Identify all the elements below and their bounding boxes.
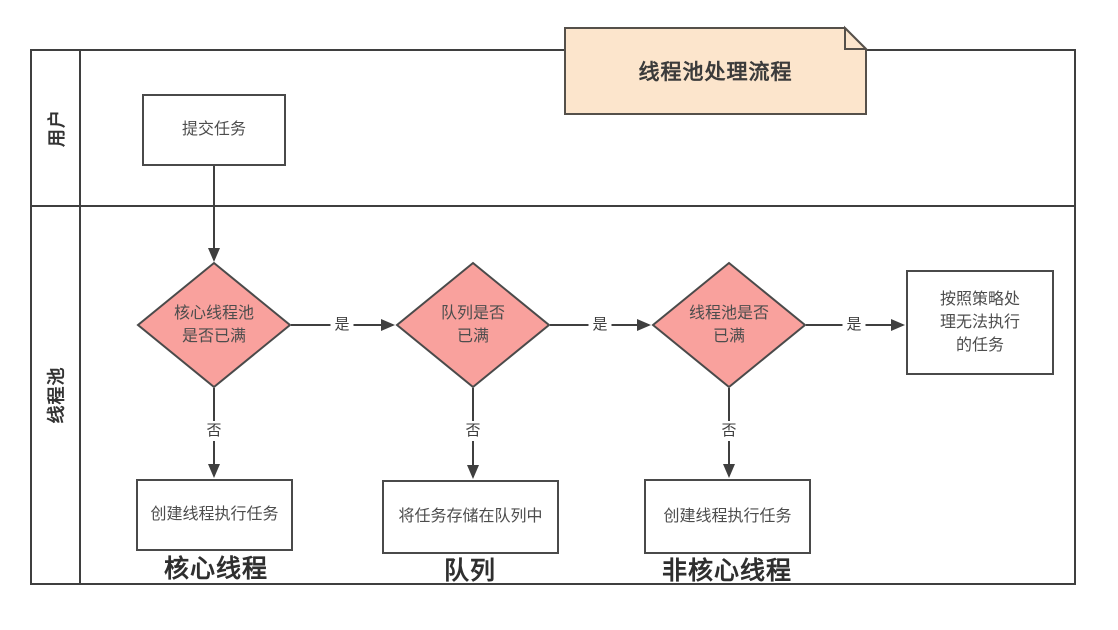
strategy-box[interactable] bbox=[906, 270, 1054, 375]
core-thread-box[interactable] bbox=[136, 479, 293, 551]
edge-label-yes-3: 是 bbox=[842, 315, 866, 335]
lane-label-user: 用户 bbox=[46, 109, 67, 147]
decision3-diamond[interactable] bbox=[651, 261, 807, 389]
core-action-label: 创建线程执行任务 bbox=[150, 506, 279, 524]
decision1-label: 核心线程池 是否已满 bbox=[173, 304, 254, 345]
queue-action-label: 将任务存储在队列中 bbox=[398, 508, 543, 526]
edge-label-yes-2: 是 bbox=[588, 315, 612, 335]
queue-box[interactable] bbox=[382, 480, 559, 554]
decision1-diamond[interactable] bbox=[136, 261, 292, 389]
strategy-label: 按照策略处 理无法执行 的任务 bbox=[939, 290, 1020, 355]
edge-label-no-2: 否 bbox=[461, 421, 485, 441]
diagram-title: 线程池处理流程 bbox=[638, 61, 793, 84]
title-note-shape[interactable] bbox=[564, 27, 867, 115]
edge-label-yes-1: 是 bbox=[330, 315, 354, 335]
section-label-noncore-thread: 非核心线程 bbox=[661, 557, 793, 585]
section-label-core-thread: 核心线程 bbox=[163, 555, 269, 583]
noncore-action-label: 创建线程执行任务 bbox=[663, 507, 792, 525]
swimlane-frame bbox=[30, 49, 1076, 585]
submit-task-label: 提交任务 bbox=[181, 121, 246, 139]
decision2-label: 队列是否 已满 bbox=[440, 304, 505, 345]
noncore-thread-box[interactable] bbox=[644, 479, 811, 554]
title-note-fold-icon bbox=[844, 25, 869, 50]
edge-label-no-1: 否 bbox=[202, 421, 226, 441]
decision3-label: 线程池是否 已满 bbox=[688, 304, 769, 345]
section-label-queue: 队列 bbox=[443, 557, 497, 585]
decision2-diamond[interactable] bbox=[395, 261, 551, 389]
lane-label-threadpool: 线程池 bbox=[46, 366, 67, 424]
edge-label-no-3: 否 bbox=[717, 421, 741, 441]
submit-task-box[interactable] bbox=[142, 94, 286, 166]
